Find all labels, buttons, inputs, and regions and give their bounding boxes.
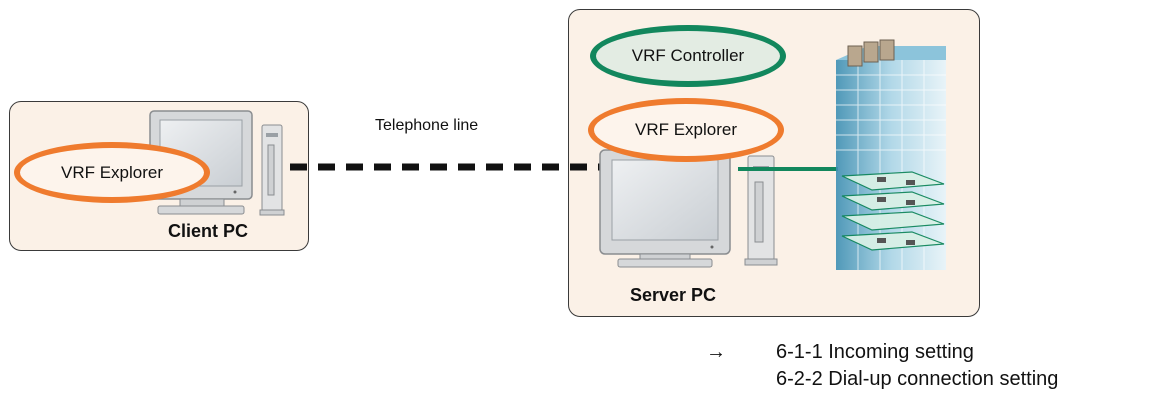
building-icon <box>836 39 946 270</box>
server-vrf-explorer-label: VRF Explorer <box>634 120 738 139</box>
reference-item: 6-2-2 Dial-up connection setting <box>776 368 1059 390</box>
client-tower-icon <box>259 124 285 216</box>
arrow-icon: → <box>706 341 726 363</box>
server-tower-icon <box>744 155 778 266</box>
references: → 6-1-1 Incoming setting 6-2-2 Dial-up c… <box>706 339 1058 393</box>
vrf-controller-ellipse: VRF Controller <box>590 25 786 87</box>
client-pc-label: Client PC <box>168 221 249 241</box>
vrf-controller-label: VRF Controller <box>631 46 745 65</box>
server-pc-label: Server PC <box>630 285 717 305</box>
server-vrf-explorer-ellipse: VRF Explorer <box>588 98 784 162</box>
client-vrf-explorer-ellipse: VRF Explorer <box>14 142 210 203</box>
telephone-line-label: Telephone line <box>375 117 479 134</box>
server-monitor-icon <box>599 149 731 268</box>
reference-item: 6-1-1 Incoming setting <box>776 341 974 363</box>
client-vrf-explorer-label: VRF Explorer <box>60 162 164 182</box>
